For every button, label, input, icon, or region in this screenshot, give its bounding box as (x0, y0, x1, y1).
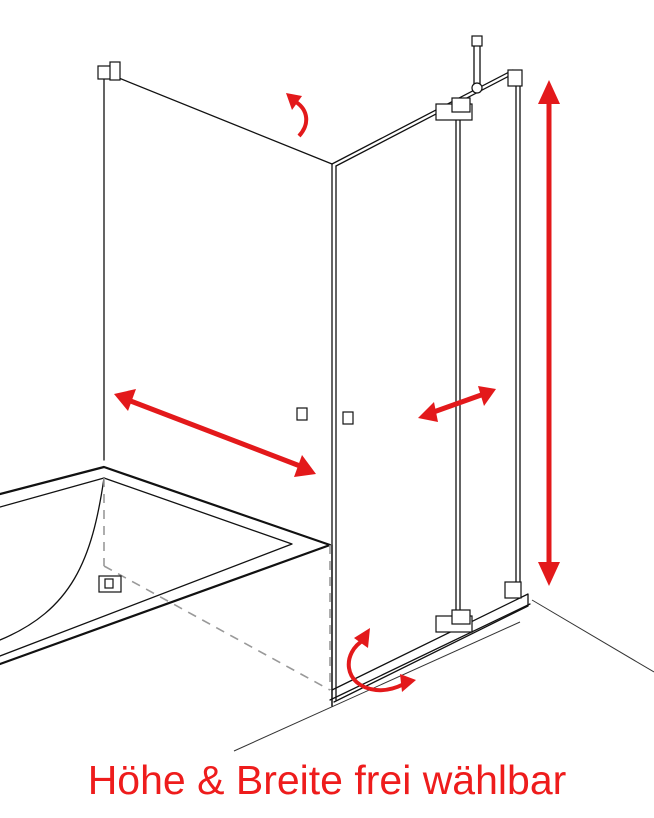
knob-icon (342, 411, 354, 425)
wall-clamp-icon (504, 581, 522, 599)
height-arrow (538, 80, 560, 586)
wall-clamp-icon (507, 69, 523, 87)
knob-icon (296, 407, 308, 421)
bottom-profile (329, 593, 531, 703)
door-glass-panel (335, 75, 521, 701)
rotate-arrow-bottom (346, 628, 416, 693)
width-arrow-door (418, 386, 496, 422)
rotate-arrow-top (286, 93, 309, 138)
fixed-glass-panel (103, 69, 514, 707)
hardware (97, 35, 523, 633)
caption-text: Höhe & Breite frei wählbar (87, 757, 567, 803)
floor-lines (233, 599, 654, 752)
width-arrow-left (114, 389, 316, 477)
bathtub (0, 465, 332, 691)
